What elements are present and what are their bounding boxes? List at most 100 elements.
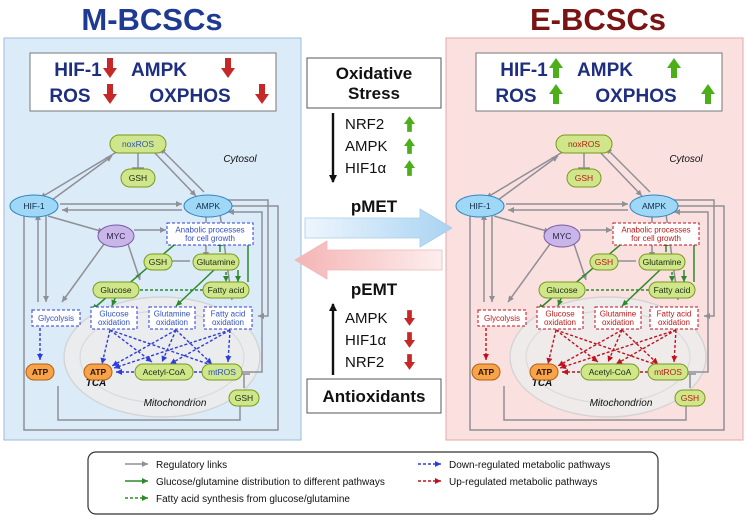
right-regulatory-link xyxy=(497,155,559,201)
legend: Regulatory links Glucose/glutamine distr… xyxy=(87,451,659,515)
right-metabolic-pathway xyxy=(555,329,599,363)
right-metabolic-pathway xyxy=(559,329,677,369)
pmet-label: pMET xyxy=(351,197,398,216)
pmet-arrow xyxy=(304,208,453,248)
left-node-atp1-label: ATP xyxy=(32,367,49,377)
right-node-ampk-label: AMPK xyxy=(642,201,666,211)
down-arrow-3 xyxy=(404,354,415,370)
right-node-glucose xyxy=(538,281,586,299)
left-status-ampk: AMPK xyxy=(131,60,187,81)
right-node-anabolic xyxy=(612,222,700,246)
up-item-1: NRF2 xyxy=(345,116,384,133)
left-regulatory-link xyxy=(151,149,197,197)
legend-distribution: Glucose/glutamine distribution to differ… xyxy=(156,477,385,488)
right-node-glutamine-label: Glutamine xyxy=(643,257,682,267)
right-node-glutamine xyxy=(638,253,686,271)
left-title: M-BCSCs xyxy=(81,2,222,37)
left-node-atp1 xyxy=(25,363,55,381)
right-regulatory-link xyxy=(493,215,551,234)
left-mitochondrion-label: Mitochondrion xyxy=(144,398,207,409)
right-node-gsh_top xyxy=(566,168,602,188)
left-distribution-link xyxy=(175,269,215,307)
right-regulatory-link xyxy=(507,243,551,303)
right-status-oxphos: OXPHOS xyxy=(595,86,676,107)
right-status-ampk: AMPK xyxy=(577,60,633,81)
right-node-acetyl_coa xyxy=(580,363,640,381)
right-node-mtros xyxy=(647,363,689,381)
left-node-myc xyxy=(97,224,135,248)
up-arrow-1 xyxy=(404,116,415,132)
left-metabolic-pathway xyxy=(169,329,231,365)
up-item-2: AMPK xyxy=(345,138,388,155)
legend-regulatory: Regulatory links xyxy=(156,460,227,471)
left-node-gsh_bottom xyxy=(228,389,260,407)
left-node-fatty_acid xyxy=(202,281,250,299)
right-node-gsh_bottom xyxy=(674,389,706,407)
right-metabolic-pathway xyxy=(671,329,678,363)
left-metabolic-pathway xyxy=(109,329,153,363)
left-node-glutamine xyxy=(192,253,240,271)
right-node-atp2 xyxy=(529,363,559,381)
oxidative-stress-box xyxy=(306,57,442,109)
right-metabolic-pathway xyxy=(546,329,557,365)
right-node-glutamine_ox xyxy=(594,306,642,330)
left-node-glucose_ox xyxy=(90,306,138,330)
right-regulatory-link xyxy=(573,243,587,281)
left-tca-label: TCA xyxy=(86,378,107,389)
legend-box xyxy=(87,451,659,515)
right-regulatory-link xyxy=(597,149,643,197)
left-regulatory-link xyxy=(224,199,269,319)
right-node-fatty_acid xyxy=(648,281,696,299)
left-node-acetyl_coa-label: Acetyl-CoA xyxy=(143,367,186,377)
antioxidants-box xyxy=(306,378,442,414)
right-node-gsh_mid-label: GSH xyxy=(595,257,613,267)
left-node-gsh_top xyxy=(120,168,156,188)
left-node-glycolysis-label: Glycolysis xyxy=(38,314,74,323)
right-status-hif1: HIF-1 xyxy=(500,60,548,81)
left-regulatory-link xyxy=(51,155,113,201)
down-arrow-2 xyxy=(404,332,415,348)
left-regulatory-link xyxy=(224,209,263,373)
left-metabolic-pathway xyxy=(113,329,231,369)
right-node-acetyl_coa-label: Acetyl-CoA xyxy=(589,367,632,377)
right-node-fatty_ox xyxy=(649,306,699,330)
left-node-ampk xyxy=(183,194,233,218)
right-title: E-BCSCs xyxy=(530,2,666,37)
right-regulatory-link xyxy=(670,209,709,373)
legend-down: Down-regulated metabolic pathways xyxy=(449,460,610,471)
up-arrow-3 xyxy=(404,160,415,176)
right-node-fatty_acid-label: Fatty acid xyxy=(654,285,691,295)
left-status-oxphos: OXPHOS xyxy=(149,86,230,107)
left-regulatory-link xyxy=(47,215,105,234)
right-node-hif1-label: HIF-1 xyxy=(469,201,491,211)
left-status-ros: ROS xyxy=(49,86,90,107)
right-node-gsh_mid xyxy=(589,253,619,271)
right-node-atp1 xyxy=(471,363,501,381)
right-status-box xyxy=(475,52,723,112)
up-arrow-2 xyxy=(404,138,415,154)
right-node-glycolysis xyxy=(477,309,527,327)
right-metabolic-pathway xyxy=(557,329,623,367)
right-node-ampk xyxy=(629,194,679,218)
down-item-3: NRF2 xyxy=(345,354,384,371)
left-metabolic-pathway xyxy=(161,329,177,363)
right-node-atp1-label: ATP xyxy=(478,367,495,377)
right-node-myc-label: MYC xyxy=(553,231,572,241)
up-item-3: HIF1α xyxy=(345,160,387,177)
left-metabolic-pathway xyxy=(109,329,215,367)
right-node-gsh_bottom-label: GSH xyxy=(681,393,699,403)
left-node-acetyl_coa xyxy=(134,363,194,381)
legend-fatty-synthesis: Fatty acid synthesis from glucose/glutam… xyxy=(156,494,350,505)
right-node-glucose-label: Glucose xyxy=(546,285,577,295)
left-status-box xyxy=(29,52,277,112)
down-arrow-1 xyxy=(404,310,415,326)
right-node-hif1 xyxy=(455,194,505,218)
left-metabolic-pathway xyxy=(225,329,232,363)
